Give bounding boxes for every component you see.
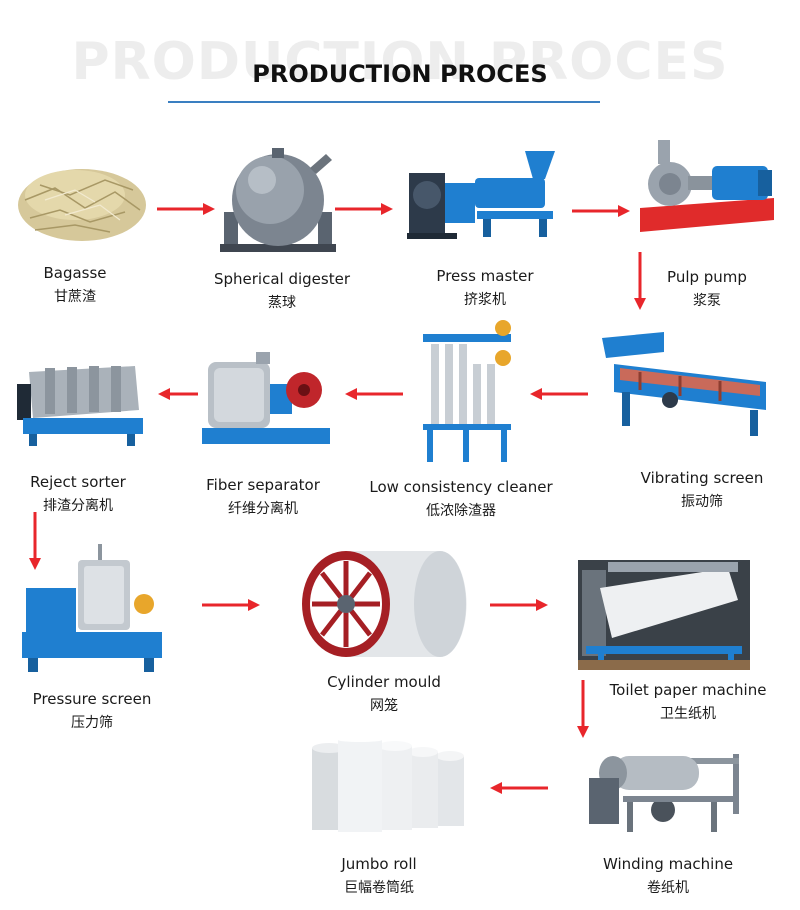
step-label-en: Vibrating screen bbox=[640, 469, 764, 487]
step-label-zh: 蒸球 bbox=[268, 295, 296, 311]
winding-machine-icon bbox=[589, 754, 739, 832]
step-label-zh: 甘蔗渣 bbox=[54, 289, 96, 305]
arrow-right-icon bbox=[335, 203, 393, 215]
vibrating-screen-icon bbox=[602, 332, 766, 436]
page-title: PRODUCTION PROCES bbox=[252, 60, 548, 88]
step-label-zh: 巨幅卷筒纸 bbox=[344, 880, 414, 896]
fiber-separator-icon bbox=[202, 352, 330, 444]
step-label-en: Fiber separator bbox=[206, 476, 320, 494]
step-label-zh: 网笼 bbox=[370, 698, 398, 714]
step-label-en: Winding machine bbox=[602, 855, 734, 873]
step-label-zh: 浆泵 bbox=[693, 293, 721, 309]
arrow-right-icon bbox=[202, 599, 260, 611]
title-watermark: PRODUCTION PROCES bbox=[71, 32, 729, 92]
jumbo-roll-icon bbox=[312, 738, 464, 832]
step-label-en: Bagasse bbox=[43, 264, 107, 282]
arrow-down-icon bbox=[634, 252, 646, 310]
step-label-en: Jumbo roll bbox=[341, 855, 417, 873]
spherical-digester-icon bbox=[220, 148, 336, 252]
step-label-en: Press master bbox=[436, 267, 534, 285]
step-label-zh: 挤浆机 bbox=[464, 292, 506, 308]
arrow-left-icon bbox=[345, 388, 403, 400]
cylinder-mould-icon bbox=[302, 551, 467, 657]
step-label-en: Reject sorter bbox=[30, 473, 126, 491]
arrow-left-icon bbox=[490, 782, 548, 794]
press-master-icon bbox=[407, 151, 555, 239]
arrow-down-icon bbox=[29, 512, 41, 570]
arrow-left-icon bbox=[530, 388, 588, 400]
step-label-en: Pulp pump bbox=[667, 268, 747, 286]
step-label-en: Pressure screen bbox=[32, 690, 152, 708]
step-label-zh: 振动筛 bbox=[681, 494, 723, 510]
step-label-en: Cylinder mould bbox=[327, 673, 441, 691]
pulp-pump-icon bbox=[640, 140, 774, 232]
arrow-right-icon bbox=[157, 203, 215, 215]
step-label-en: Low consistency cleaner bbox=[369, 478, 553, 496]
step-label-zh: 低浓除渣器 bbox=[426, 503, 496, 519]
step-label-zh: 卫生纸机 bbox=[660, 706, 716, 722]
arrow-right-icon bbox=[572, 205, 630, 217]
arrow-down-icon bbox=[577, 680, 589, 738]
step-label-en: Spherical digester bbox=[213, 270, 351, 288]
reject-sorter-icon bbox=[17, 366, 143, 446]
cleaner-icon bbox=[423, 320, 511, 462]
step-label-zh: 卷纸机 bbox=[647, 880, 689, 896]
paper-machine-icon bbox=[578, 560, 750, 670]
step-label-zh: 压力筛 bbox=[71, 715, 113, 731]
arrow-right-icon bbox=[490, 599, 548, 611]
arrow-left-icon bbox=[158, 388, 198, 400]
title-underline bbox=[168, 101, 600, 103]
step-label-zh: 排渣分离机 bbox=[43, 498, 113, 514]
bagasse-pile-icon bbox=[18, 169, 146, 241]
step-label-en: Toilet paper machine bbox=[609, 681, 767, 699]
pressure-screen-icon bbox=[22, 544, 162, 672]
step-label-zh: 纤维分离机 bbox=[228, 501, 298, 517]
